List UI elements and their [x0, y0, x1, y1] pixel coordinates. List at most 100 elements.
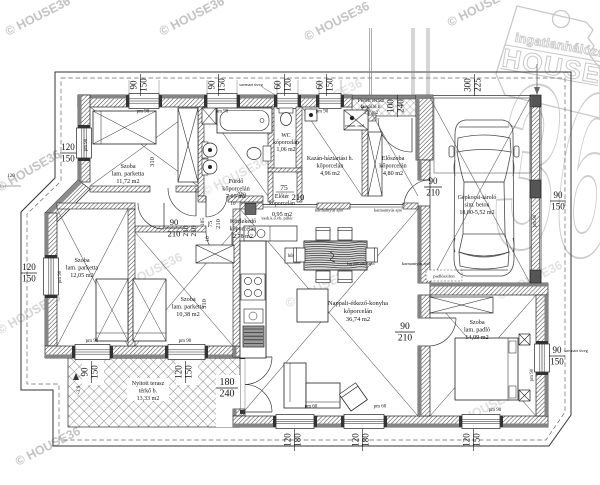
svg-text:10: 10 — [205, 236, 211, 242]
svg-text:karmantyús ajtó: karmantyús ajtó — [315, 208, 344, 213]
svg-text:310: 310 — [149, 157, 156, 167]
svg-text:1,1 m2: 1,1 m2 — [364, 110, 379, 116]
svg-text:75: 75 — [207, 221, 214, 228]
svg-text:90: 90 — [80, 367, 90, 377]
svg-text:90: 90 — [400, 322, 410, 332]
svg-text:225: 225 — [473, 78, 483, 92]
svg-text:120: 120 — [22, 262, 36, 272]
svg-text:120: 120 — [283, 78, 293, 92]
svg-text:kőporcelán: kőporcelán — [344, 308, 373, 315]
svg-text:Előszoba: Előszoba — [382, 155, 405, 162]
svg-text:10: 10 — [231, 202, 237, 207]
svg-text:10,38 m2: 10,38 m2 — [176, 311, 199, 318]
svg-text:Szoba: Szoba — [120, 163, 135, 170]
svg-text:térkő b.: térkő b. — [139, 389, 158, 395]
svg-text:7,05 m2: 7,05 m2 — [226, 193, 246, 200]
svg-text:savmart üveg: savmart üveg — [239, 82, 263, 87]
svg-text:20: 20 — [236, 191, 242, 197]
svg-text:300: 300 — [463, 78, 473, 92]
svg-text:savmart üveg: savmart üveg — [564, 348, 588, 353]
svg-text:120: 120 — [283, 433, 293, 447]
svg-text:240: 240 — [220, 389, 235, 400]
svg-text:karmantyús ajtó: karmantyús ajtó — [374, 208, 403, 213]
svg-text:Szoba: Szoba — [469, 319, 484, 326]
svg-text:14,09 m2: 14,09 m2 — [465, 334, 488, 341]
svg-text:Nappali-étkező-konyha: Nappali-étkező-konyha — [328, 300, 388, 307]
svg-text:pm 90: pm 90 — [86, 339, 99, 344]
svg-text:120: 120 — [462, 433, 472, 447]
svg-text:100: 100 — [386, 99, 396, 113]
svg-text:lam. parketta: lam. parketta — [112, 171, 145, 178]
svg-text:pm 90: pm 90 — [316, 110, 329, 115]
svg-text:pm 90: pm 90 — [533, 214, 538, 227]
svg-text:13,33 m2: 13,33 m2 — [137, 396, 160, 402]
svg-text:Fürdő: Fürdő — [229, 178, 244, 185]
svg-text:Szoba: Szoba — [74, 257, 89, 264]
svg-text:kőporcelán: kőporcelán — [269, 201, 295, 207]
svg-text:1,06 m2: 1,06 m2 — [276, 147, 295, 153]
svg-text:120: 120 — [351, 433, 361, 447]
svg-text:pm 90: pm 90 — [216, 110, 229, 115]
svg-text:120: 120 — [7, 174, 15, 179]
svg-text:75: 75 — [280, 183, 288, 192]
svg-text:90: 90 — [554, 190, 564, 200]
svg-text:Nyitott terasz: Nyitott terasz — [132, 381, 165, 387]
svg-text:pm 90: pm 90 — [137, 110, 150, 115]
svg-text:90: 90 — [170, 217, 179, 227]
svg-text:210: 210 — [292, 192, 305, 202]
svg-text:Közlekedő: Közlekedő — [230, 219, 256, 225]
svg-text:padlószifon: padlószifon — [433, 274, 455, 279]
svg-text:vasb.k.ö.vb. pillér: vasb.k.ö.vb. pillér — [261, 216, 293, 221]
svg-text:90: 90 — [129, 80, 139, 90]
svg-text:105: 105 — [200, 218, 206, 227]
svg-text:pm 90: pm 90 — [489, 408, 502, 413]
svg-text:60: 60 — [273, 80, 283, 90]
svg-text:210: 210 — [426, 188, 440, 198]
svg-text:150: 150 — [22, 274, 36, 284]
svg-text:sim. beton: sim. beton — [465, 203, 490, 209]
svg-text:210: 210 — [215, 219, 222, 229]
svg-text:12,05 m2: 12,05 m2 — [70, 272, 93, 279]
svg-text:120: 120 — [61, 142, 75, 152]
svg-text:kőporcelán: kőporcelán — [379, 163, 407, 170]
svg-text:150: 150 — [550, 357, 564, 367]
svg-text:lam. parketta: lam. parketta — [66, 265, 99, 272]
svg-text:240: 240 — [396, 99, 406, 113]
svg-text:harántfalka ajtó: harántfalka ajtó — [347, 261, 375, 266]
svg-text:0,95 m2: 0,95 m2 — [272, 211, 292, 218]
svg-text:180: 180 — [293, 433, 303, 447]
svg-text:pm 60: pm 60 — [374, 405, 387, 410]
svg-text:Fedett terasz: Fedett terasz — [358, 98, 385, 104]
svg-text:Kazán-háztartási h.: Kazán-háztartási h. — [307, 156, 354, 162]
svg-text:Szoba: Szoba — [180, 296, 195, 303]
svg-text:2,78 m2: 2,78 m2 — [233, 234, 253, 240]
svg-text:18,00-5,52 m2: 18,00-5,52 m2 — [459, 210, 494, 216]
svg-text:150: 150 — [472, 433, 482, 447]
svg-text:310: 310 — [201, 299, 208, 309]
svg-text:pm 60: pm 60 — [305, 405, 318, 410]
svg-text:-3,9: -3,9 — [76, 385, 82, 394]
svg-text:WC: WC — [281, 133, 290, 139]
svg-text:90: 90 — [429, 176, 439, 186]
svg-text:150: 150 — [90, 365, 100, 379]
svg-text:pm 90: pm 90 — [179, 339, 192, 344]
svg-text:karmantyús ajtó: karmantyús ajtó — [402, 261, 431, 266]
svg-text:120: 120 — [174, 365, 184, 379]
svg-text:kőporcelán: kőporcelán — [273, 140, 299, 146]
svg-text:210: 210 — [189, 225, 198, 237]
svg-text:210: 210 — [168, 229, 181, 239]
svg-text:kőporcelán: kőporcelán — [222, 186, 250, 193]
svg-text:pm 90: pm 90 — [84, 138, 89, 151]
svg-text:Előtér: Előtér — [275, 194, 289, 200]
svg-text:210: 210 — [181, 225, 190, 237]
svg-text:4,96 m2: 4,96 m2 — [320, 171, 340, 177]
svg-text:150: 150 — [139, 78, 149, 92]
svg-text:pm 90: pm 90 — [58, 270, 63, 283]
svg-text:kőporcelán: kőporcelán — [317, 164, 344, 170]
svg-text:180: 180 — [361, 433, 371, 447]
svg-text:kőporcelán: kőporcelán — [230, 227, 257, 233]
svg-text:11,72 m2: 11,72 m2 — [116, 178, 139, 185]
svg-text:vasbet. oszl.: vasbet. oszl. — [345, 123, 366, 128]
svg-text:farválló b.: farválló b. — [360, 103, 381, 110]
svg-text:150: 150 — [217, 78, 227, 92]
